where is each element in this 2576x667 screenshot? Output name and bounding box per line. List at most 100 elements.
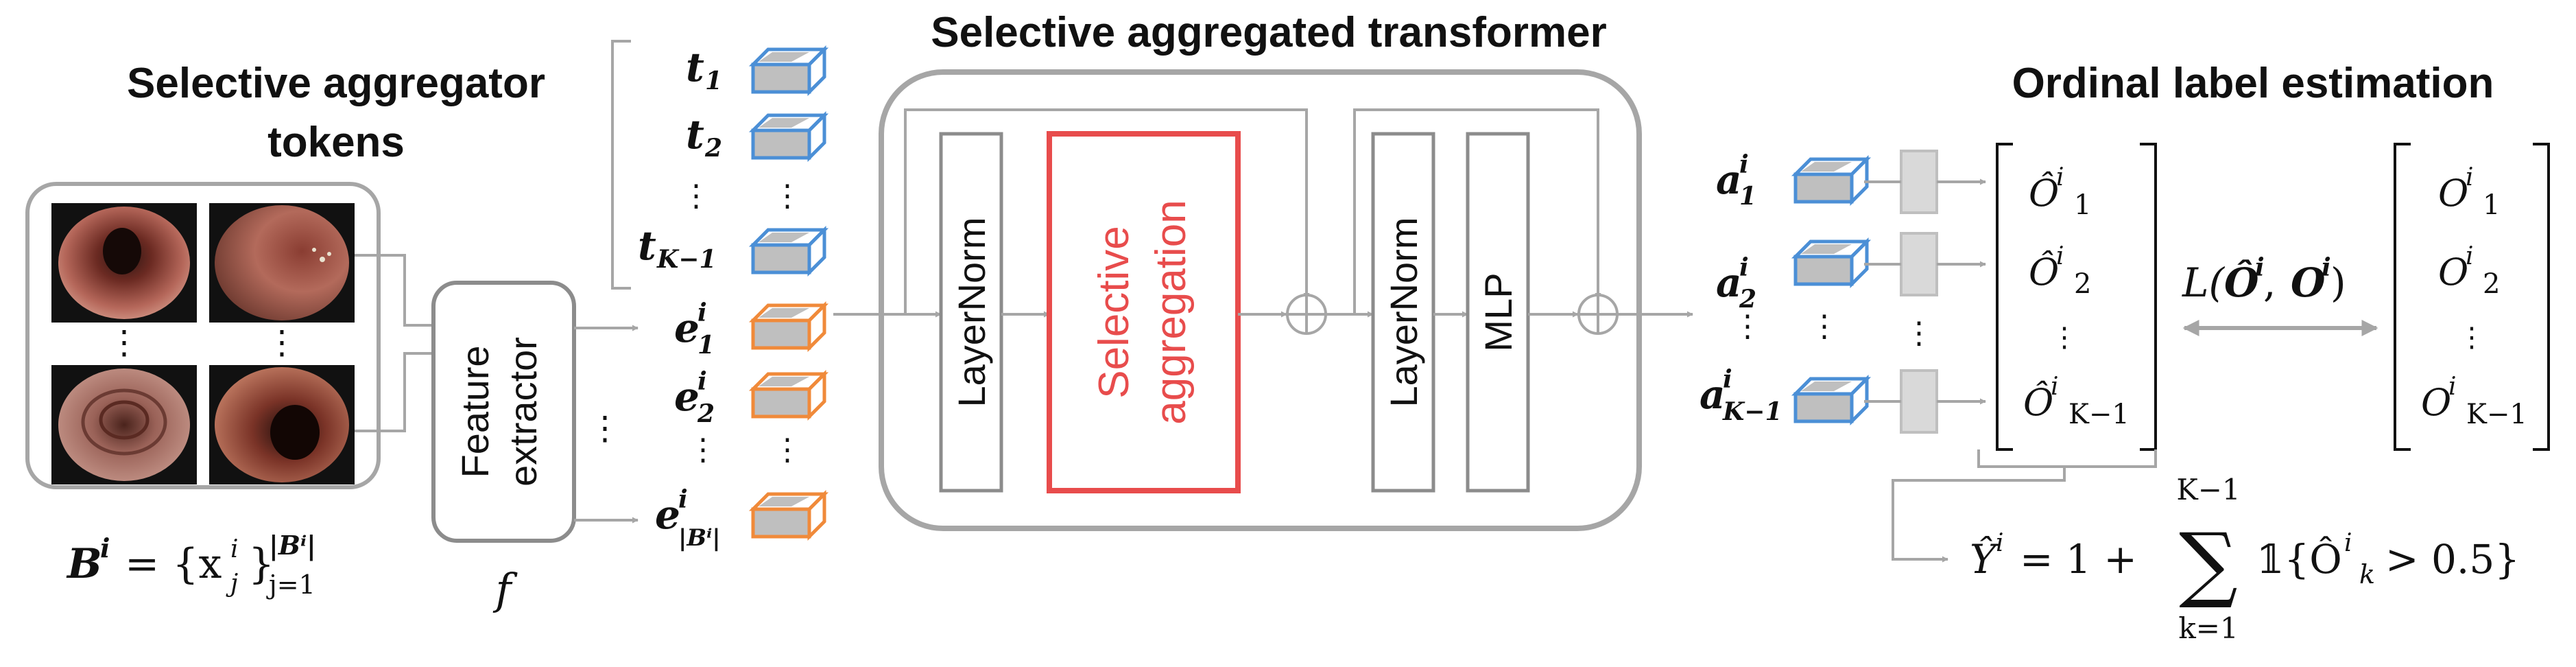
token-eb-sup: i — [678, 485, 688, 514]
target-k-sub: K−1 — [2466, 399, 2527, 430]
token-a2-base: a — [1716, 259, 1742, 306]
final-eq: = 1 + — [2020, 536, 2137, 583]
token-t2-base: t — [686, 111, 704, 158]
mlp-label: MLP — [1477, 272, 1520, 351]
ordinal-head-bars: ⋮ — [1900, 150, 1938, 434]
target-ellipsis: ⋮ — [2458, 322, 2485, 353]
feature-extractor-symbol: f — [493, 564, 518, 614]
pred-k-sup: i — [2051, 373, 2059, 401]
token-eb-sub: |Bⁱ| — [678, 524, 721, 552]
bag-formula-rhs: = {x — [125, 540, 222, 588]
token-e2-sup: i — [697, 367, 707, 396]
token-e1-sub: 1 — [697, 331, 715, 360]
residual-path-2 — [1353, 108, 1601, 314]
endoscopy-image-4 — [209, 365, 355, 484]
token-e2-sub: 2 — [697, 399, 715, 428]
cube-e-ellipsis: ⋮ — [772, 432, 802, 467]
token-tk-sub: K−1 — [656, 245, 717, 274]
pred-2-sup: i — [2056, 242, 2064, 270]
loss-comma: , — [2263, 259, 2276, 306]
layernorm-block-2 — [1371, 132, 1435, 493]
target-2-sub: 2 — [2483, 268, 2500, 300]
token-labels-t: t 1 t 2 ⋮ t K−1 — [638, 44, 722, 274]
final-tail: > 0.5} — [2385, 536, 2520, 583]
circle-plus-icon — [1286, 294, 1327, 335]
pred-1-base: Ô — [2029, 171, 2059, 215]
loss-prefix: L( — [2182, 259, 2226, 306]
selective-aggregation-line1: Selective — [1090, 226, 1138, 399]
token-cubes-t — [748, 45, 829, 277]
bag-formula-upper: |Bⁱ| — [269, 530, 316, 561]
final-formula: Ŷ i = 1 + ∑ K−1 k=1 𝟙{Ô i k > 0.5} — [1970, 473, 2520, 645]
selective-aggregation-line2: aggregation — [1147, 200, 1195, 425]
final-connector — [1892, 467, 2066, 563]
image-connector-bottom — [355, 352, 433, 432]
token-eb-base: e — [655, 491, 680, 538]
final-indicator: 𝟙{Ô — [2256, 536, 2342, 583]
final-lhs-sup: i — [1996, 529, 2004, 557]
token-cube-icon — [748, 301, 829, 353]
loss-pred: Ô — [2224, 259, 2259, 306]
loss-suffix: ) — [2330, 259, 2346, 306]
target-1-base: O — [2438, 172, 2468, 215]
mlp-block — [1466, 132, 1530, 493]
bag-ellipsis-left: ⋮ — [108, 323, 141, 362]
pred-1-sub: 1 — [2074, 189, 2091, 221]
selective-aggregation-block — [1047, 131, 1241, 493]
final-sum-upper: K−1 — [2176, 473, 2240, 506]
ordinal-heading: Ordinal label estimation — [2012, 60, 2494, 107]
loss-target-sup: i — [2322, 253, 2331, 282]
cube-t-ellipsis: ⋮ — [772, 178, 802, 213]
token-e1-sup: i — [697, 299, 707, 327]
layernorm-label-2: LayerNorm — [1382, 218, 1425, 408]
bag-formula-lower: j=1 — [266, 570, 315, 600]
image-bag: ⋮ ⋮ — [25, 182, 381, 489]
token-a1-base: a — [1716, 156, 1742, 203]
token-cube-icon — [748, 369, 829, 421]
final-ind-sub: k — [2359, 559, 2375, 589]
target-vector: O i 1 O i 2 ⋮ O i K−1 — [2394, 143, 2550, 451]
final-sum-lower: k=1 — [2178, 611, 2238, 645]
feature-extractor-line2: extractor — [501, 337, 545, 487]
circle-plus-icon — [1577, 294, 1619, 335]
final-ind-sup: i — [2344, 529, 2352, 557]
token-labels-a: a i 1 a i 2 ⋮ a i K−1 — [1700, 150, 1782, 426]
token-cube-icon — [748, 225, 829, 277]
endoscopy-image-2 — [209, 203, 355, 323]
target-2-base: O — [2438, 250, 2468, 294]
pred-1-sup: i — [2056, 163, 2064, 191]
token-cube-icon — [748, 489, 829, 541]
token-t2-sub: 2 — [704, 134, 722, 163]
token-ak-sup: i — [1723, 365, 1732, 394]
prediction-vector: Ô i 1 Ô i 2 ⋮ Ô i K−1 — [1996, 143, 2157, 451]
token-cube-icon — [1791, 237, 1872, 289]
image-bag-frame — [25, 182, 381, 489]
final-sigma: ∑ — [2179, 516, 2238, 611]
pred-k-base: Ô — [2023, 380, 2053, 424]
loss-function: L( Ô i , O i ) — [2182, 253, 2346, 306]
pred-2-sub: 2 — [2074, 268, 2091, 300]
layernorm-label-1: LayerNorm — [950, 218, 993, 408]
endoscopy-image-1 — [51, 203, 197, 323]
token-a-ellipsis: ⋮ — [1732, 309, 1763, 344]
final-lhs: Ŷ — [1970, 536, 1999, 583]
transformer-frame — [879, 69, 1642, 531]
bag-formula: B i = {x j i } |Bⁱ| j=1 — [66, 530, 316, 600]
layernorm-block-1 — [939, 132, 1003, 493]
feature-extractor-line1: Feature — [453, 346, 497, 478]
pred-ellipsis: ⋮ — [2051, 322, 2078, 353]
tokens-heading-line2: tokens — [267, 119, 405, 166]
image-connector-top — [355, 254, 433, 327]
token-e-ellipsis: ⋮ — [688, 432, 718, 467]
token-labels-e: e i 1 e i 2 ⋮ e i |Bⁱ| — [655, 299, 721, 552]
token-cubes-a — [1791, 154, 1872, 426]
token-a2-sup: i — [1739, 253, 1749, 282]
token-a1-sub: 1 — [1739, 182, 1756, 211]
token-e1-base: e — [674, 305, 700, 351]
feature-extractor-box — [431, 281, 576, 543]
token-cube-icon — [748, 110, 829, 163]
token-t1-sub: 1 — [705, 67, 722, 95]
feature-extractor: Feature extractor f — [431, 281, 576, 614]
target-k-base: O — [2421, 381, 2451, 424]
